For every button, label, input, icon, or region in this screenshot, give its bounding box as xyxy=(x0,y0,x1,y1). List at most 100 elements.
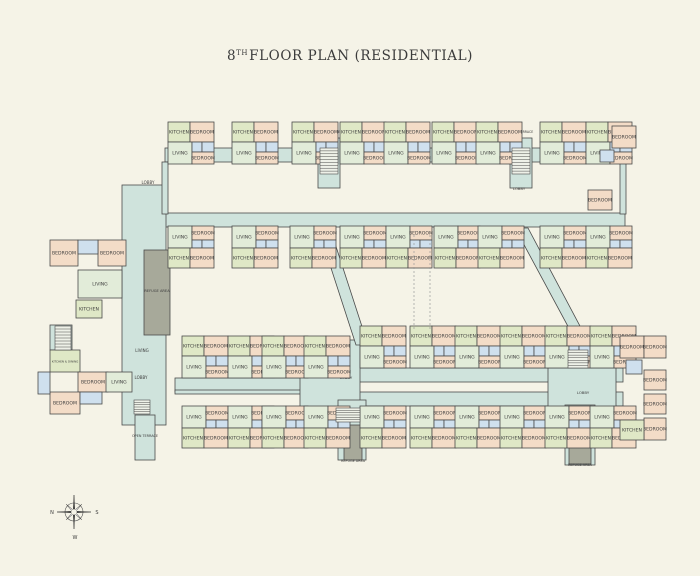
kitchen-label: KITCHEN xyxy=(501,436,521,442)
living-room: LIVING xyxy=(477,225,503,249)
bedroom-room: BEDROOM xyxy=(563,225,587,241)
bedroom-room: BEDROOM xyxy=(361,247,387,269)
bedroom-room: BEDROOM xyxy=(191,225,215,241)
bedroom-room: BEDROOM xyxy=(643,369,667,391)
toilet-room xyxy=(393,419,407,429)
common-area-room xyxy=(174,389,306,395)
bedroom-room: BEDROOM xyxy=(313,121,339,143)
living-room: LIVING xyxy=(181,405,207,429)
lobby-label: LOBBY xyxy=(577,390,590,395)
bedroom-label: BEDROOM xyxy=(643,378,667,384)
toilet-room xyxy=(251,355,263,367)
bedroom-label: BEDROOM xyxy=(204,436,228,442)
bedroom-label: BEDROOM xyxy=(100,251,124,257)
living-room: LIVING xyxy=(181,355,207,379)
living-room: LIVING xyxy=(499,405,525,429)
kitchen-label: KITCHEN xyxy=(587,256,607,262)
bedroom-label: BEDROOM xyxy=(523,360,547,366)
living-label: LIVING xyxy=(266,365,282,371)
bedroom-label: BEDROOM xyxy=(456,256,480,262)
bedroom-room: BEDROOM xyxy=(327,365,351,379)
bedroom-room: BEDROOM xyxy=(643,393,667,415)
bedroom-room: BEDROOM xyxy=(205,365,229,379)
bedroom-label: BEDROOM xyxy=(362,256,386,262)
bedroom-label: BEDROOM xyxy=(255,231,279,237)
bedroom-room: BEDROOM xyxy=(311,247,337,269)
kitchen-room: KITCHEN xyxy=(261,427,285,449)
bedroom-room: BEDROOM xyxy=(49,391,81,415)
bedroom-label: BEDROOM xyxy=(205,370,229,376)
staircase xyxy=(319,147,339,175)
kitchen-label: KITCHEN & DINING xyxy=(52,360,79,364)
kitchen-room: KITCHEN xyxy=(409,325,433,347)
kitchen-label: KITCHEN xyxy=(183,344,203,350)
kitchen-label: KITCHEN xyxy=(622,428,642,434)
living-room: LIVING xyxy=(231,141,257,165)
living-label: LIVING xyxy=(459,355,475,361)
bedroom-room: BEDROOM xyxy=(381,325,407,347)
bedroom-label: BEDROOM xyxy=(284,344,308,350)
kitchen-label: KITCHEN xyxy=(169,130,189,136)
kitchen-label: KITCHEN xyxy=(501,334,521,340)
bedroom-label: BEDROOM xyxy=(326,436,350,442)
bedroom-label: BEDROOM xyxy=(620,345,644,351)
bedroom-room: BEDROOM xyxy=(568,405,592,421)
kitchen-room: KITCHEN xyxy=(544,427,568,449)
bedroom-room: BEDROOM xyxy=(433,355,457,369)
bedroom-room: BEDROOM xyxy=(561,247,587,269)
kitchen-label: KITCHEN xyxy=(341,256,361,262)
kitchen-room: KITCHEN xyxy=(499,325,523,347)
lobby-label: LOBBY xyxy=(513,186,526,191)
toilet-room xyxy=(533,419,547,429)
kitchen-room: KITCHEN xyxy=(383,121,407,143)
kitchen-label: KITCHEN xyxy=(456,334,476,340)
bedroom-room: BEDROOM xyxy=(566,427,592,449)
toilet-room xyxy=(337,355,351,367)
bedroom-label: BEDROOM xyxy=(498,130,522,136)
toilet-room xyxy=(255,239,267,249)
toilet-room xyxy=(255,141,267,153)
living-room: LIVING xyxy=(359,345,385,369)
living-room: LIVING xyxy=(167,141,193,165)
bedroom-room: BEDROOM xyxy=(363,151,387,165)
common-area-room xyxy=(164,212,626,228)
bedroom-label: BEDROOM xyxy=(363,156,387,162)
bedroom-label: BEDROOM xyxy=(477,334,501,340)
toilet-room xyxy=(578,419,592,429)
kitchen-label: KITCHEN xyxy=(263,436,283,442)
kitchen-label: KITCHEN xyxy=(541,256,561,262)
toilet-room xyxy=(215,355,229,367)
bedroom-label: BEDROOM xyxy=(408,256,432,262)
bedroom-room: BEDROOM xyxy=(433,405,457,421)
bedroom-room: BEDROOM xyxy=(205,405,229,421)
kitchen-room: KITCHEN xyxy=(167,247,191,269)
living-room: LIVING xyxy=(291,141,317,165)
kitchen-label: KITCHEN xyxy=(387,256,407,262)
toilet-room xyxy=(201,141,215,153)
living-label: LIVING xyxy=(544,235,560,241)
refuge-area-label: REFUGE AREA xyxy=(341,459,366,463)
bedroom-label: BEDROOM xyxy=(255,156,279,162)
bedroom-room: BEDROOM xyxy=(253,247,279,269)
bedroom-label: BEDROOM xyxy=(567,436,591,442)
bedroom-room: BEDROOM xyxy=(49,239,79,267)
kitchen-label: KITCHEN xyxy=(79,307,99,313)
bedroom-room: BEDROOM xyxy=(457,225,481,241)
kitchen-label: KITCHEN xyxy=(411,436,431,442)
living-label: LIVING xyxy=(504,415,520,421)
kitchen-room: KITCHEN xyxy=(385,247,409,269)
living-label: LIVING xyxy=(232,365,248,371)
bedroom-label: BEDROOM xyxy=(363,231,387,237)
bedroom-room: BEDROOM xyxy=(609,225,633,241)
bedroom-label: BEDROOM xyxy=(499,156,523,162)
floor-ordinal: 8 xyxy=(226,48,237,64)
